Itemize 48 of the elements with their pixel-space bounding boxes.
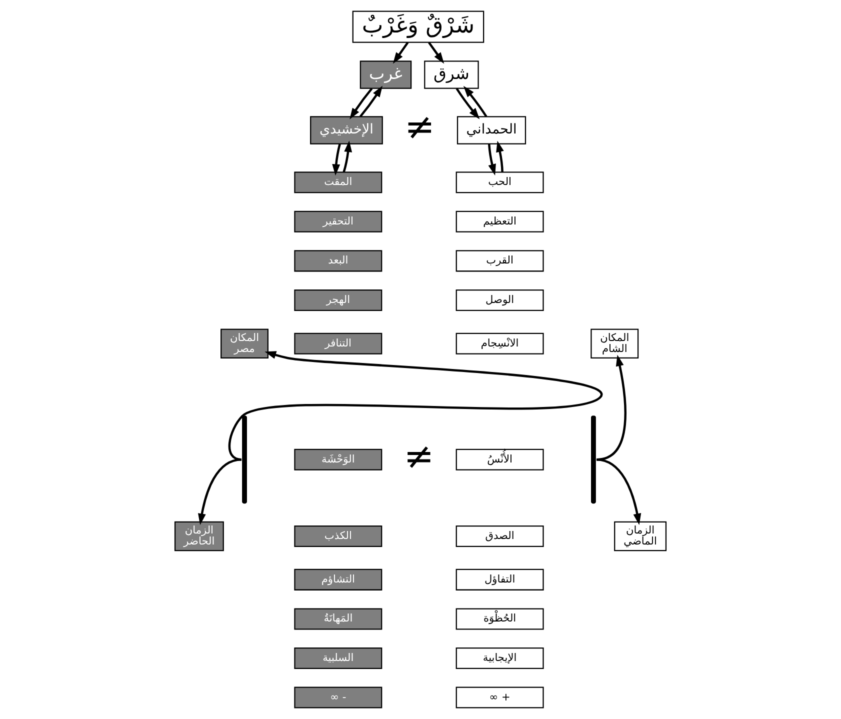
arrow xyxy=(198,458,242,525)
node-box: ∞ - xyxy=(294,686,382,708)
node-box: التنافر xyxy=(294,332,382,354)
node-box: الوَحْشَة xyxy=(294,448,382,470)
node-box: الكذب xyxy=(294,525,382,547)
node-box: التعظيم xyxy=(456,210,544,232)
node-box: السلبية xyxy=(294,647,382,669)
node-box: الإيجابية xyxy=(456,647,544,669)
node-box: الحمداني xyxy=(456,116,526,144)
node-box: الوصل xyxy=(456,289,544,311)
node-box: غرب xyxy=(360,60,412,89)
node-box: التشاؤم xyxy=(294,568,382,590)
arrow xyxy=(342,140,352,172)
arrow xyxy=(496,140,504,172)
label: ≠ xyxy=(404,434,434,478)
node-box: الزمان الماضي xyxy=(614,521,667,552)
node-box: التفاؤل xyxy=(456,568,544,590)
node-box: ∞ + xyxy=(456,686,544,708)
node-brace xyxy=(591,416,596,504)
node-box: الانْسِجام xyxy=(456,332,544,354)
node-box: الهجر xyxy=(294,289,382,311)
node-box: الزمان الحاضر xyxy=(174,521,224,552)
node-brace xyxy=(242,416,247,504)
node-box: شرق xyxy=(424,60,479,89)
arrow xyxy=(332,144,341,176)
arrow xyxy=(392,42,409,64)
node-box: المَهانَةُ xyxy=(294,608,382,630)
node-box: الصدق xyxy=(456,525,544,547)
node-box: الأُنْسُ xyxy=(456,448,544,470)
node-box: المكان الشام xyxy=(590,328,639,359)
arrow xyxy=(463,86,488,118)
node-box: المكان مصر xyxy=(220,328,268,359)
node-box: المقت xyxy=(294,172,382,194)
node-box: الإخشيدي xyxy=(310,116,383,144)
arrow xyxy=(228,351,602,461)
node-box: شَرْقٌ وَغَرْبٌ xyxy=(352,10,484,43)
label: ≠ xyxy=(404,105,435,148)
node-box: القرب xyxy=(456,250,544,272)
arrow xyxy=(428,42,444,64)
arrow xyxy=(350,88,373,120)
arrow xyxy=(488,144,496,176)
arrow xyxy=(359,86,383,118)
node-box: الحُظْوَة xyxy=(456,608,544,630)
node-box: التحقير xyxy=(294,210,382,232)
arrow xyxy=(456,88,480,120)
arrow xyxy=(596,458,642,525)
node-box: الحب xyxy=(456,172,544,194)
node-box: البعد xyxy=(294,250,382,272)
